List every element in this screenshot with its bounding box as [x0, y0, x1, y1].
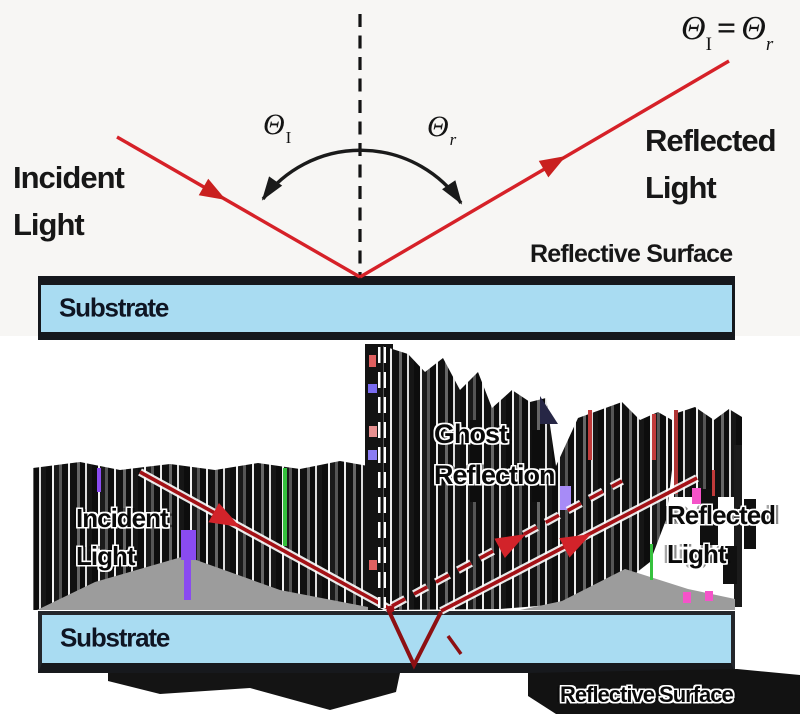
artifact-green-streak: [650, 544, 653, 580]
ghost-ray-halo: [390, 477, 624, 610]
incident-ray-bottom: [139, 470, 391, 611]
artifact-purple-streak: [97, 468, 101, 492]
reflective-surface-label: Reflective Surface: [530, 240, 733, 268]
artifact-band-tick: [369, 355, 376, 367]
theta-symbol: Θ: [427, 110, 449, 143]
theta-symbol: Θ: [741, 10, 766, 47]
reflected-ray-bottom-halo: [439, 474, 699, 615]
reflective-surface-label-glitched: Reflective Surface: [560, 682, 734, 707]
ghost-reflection-ray: [391, 479, 623, 608]
theta-subscript: r: [449, 130, 457, 149]
artifact-band-tick: [368, 384, 377, 393]
theta-subscript: I: [285, 128, 292, 147]
reflected-ray-bottom-arrowhead: [559, 534, 591, 558]
artifact-magenta-dot: [683, 592, 691, 603]
artifact-red-streak: [674, 410, 678, 494]
reflected-light-label: Reflected Light: [645, 123, 777, 205]
angle-of-incidence-label: Θ I: [263, 108, 291, 148]
equals-sign: =: [716, 10, 737, 47]
first-surface-substrate: Substrate: [38, 276, 735, 340]
substrate-label: Substrate: [59, 291, 169, 322]
ghost-reflection-label: Ghost Reflection: [434, 419, 556, 490]
theta-subscript: r: [765, 34, 774, 55]
glitch-noise-upper-right: [674, 407, 742, 497]
artifact-magenta-dot: [705, 591, 713, 601]
artifact-red-streak: [712, 470, 715, 496]
artifact-green-streak: [283, 468, 287, 546]
theta-symbol: Θ: [263, 108, 285, 141]
artifact-purple-streak: [560, 486, 571, 510]
artifact-band-tick: [368, 450, 377, 460]
glitch-normal-band: [365, 344, 393, 610]
artifact-red-streak: [588, 410, 592, 460]
artifact-purple-streak: [181, 530, 196, 560]
incident-ray-bottom-arrowhead: [208, 502, 240, 527]
incident-light-label: Incident Light: [13, 160, 125, 242]
ghost-ray-arrowhead: [494, 534, 526, 558]
incident-light-label-glitched: Incident Light: [76, 503, 169, 571]
theta-symbol: Θ: [681, 10, 706, 47]
artifact-band-tick: [369, 426, 377, 437]
second-surface-substrate: Substrate: [38, 611, 735, 673]
gray-wedge-right: [520, 569, 735, 610]
artifact-purple-streak: [184, 560, 191, 600]
glitch-smear-below-left: [108, 673, 400, 710]
theta-subscript: I: [705, 34, 712, 55]
artifact-band-tick: [369, 560, 377, 570]
artifact-red-streak: [652, 414, 656, 460]
angle-of-reflection-label: Θ r: [427, 110, 456, 150]
incident-ray-halo: [138, 468, 392, 613]
reflected-ray-bottom: [440, 476, 698, 613]
reflected-light-label-glitched: Reflected Light: [667, 500, 776, 569]
substrate-label: Substrate: [60, 622, 170, 653]
law-of-reflection-equation: Θ I = Θ r: [681, 10, 773, 56]
